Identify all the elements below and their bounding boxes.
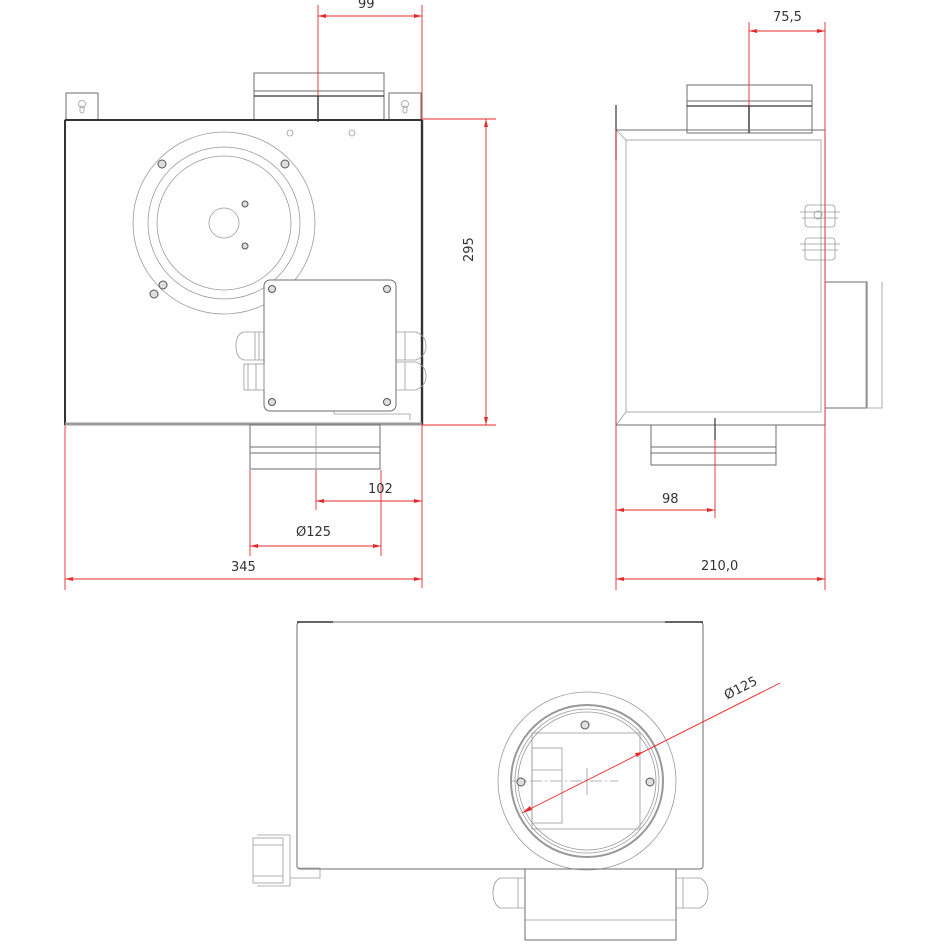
- dim-label-side-depth: 210,0: [701, 559, 739, 574]
- bottom-view-junction-box: [492, 868, 709, 941]
- dim-label-front-height: 295: [462, 237, 477, 262]
- cable-gland-right-top: [396, 331, 427, 361]
- bottom-view: [252, 621, 709, 941]
- side-view: [615, 84, 883, 466]
- cable-gland-left-top: [235, 331, 264, 361]
- mounting-tab-right: [388, 92, 422, 121]
- cable-gland-left-bottom: [243, 363, 265, 391]
- front-view: [64, 72, 427, 470]
- cable-gland-right-bottom: [396, 361, 427, 391]
- dim-label-front-duct-diameter: Ø125: [296, 525, 332, 540]
- dim-label-side-inlet-offset: 98: [662, 492, 679, 507]
- junction-box: [235, 279, 427, 420]
- mounting-tab-left: [65, 92, 99, 121]
- side-connector-top: [800, 204, 840, 228]
- side-connector-bottom: [800, 237, 840, 261]
- duct-opening: [497, 691, 677, 871]
- bottom-view-connector: [252, 834, 321, 887]
- dim-label-front-width: 345: [231, 560, 256, 575]
- fan-impeller-outline: [132, 131, 316, 315]
- dim-label-front-inlet-offset: 102: [368, 482, 393, 497]
- top-duct-collar: [253, 72, 385, 122]
- bottom-dimensions: [521, 682, 781, 814]
- front-dimensions: [64, 5, 496, 590]
- side-dimensions: [615, 22, 826, 590]
- bottom-duct-collar: [249, 424, 381, 470]
- dim-label-front-outlet-offset: 99: [358, 0, 375, 12]
- junction-box-side: [824, 281, 883, 409]
- dim-label-side-outlet-offset: 75,5: [773, 10, 802, 25]
